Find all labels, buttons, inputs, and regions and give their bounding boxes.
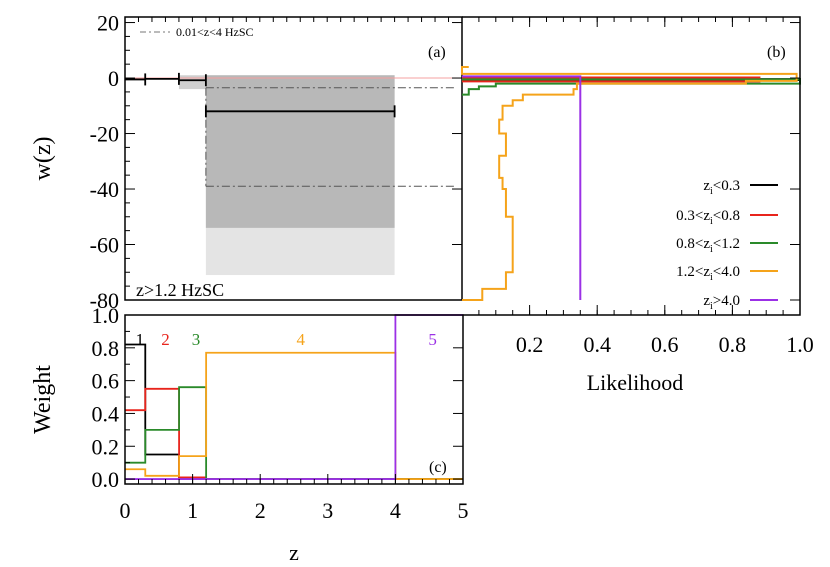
legend-label-0: zi<0.3 [703,178,740,197]
panel-a-ytick-label: 20 [97,11,119,36]
panel-b-xtick-label: 0.4 [583,332,611,357]
panel-a-annotation: z>1.2 HzSC [136,280,224,300]
panel-a-ytick-label: -20 [90,122,119,147]
panel-a-frame [124,16,463,301]
panel-c-xtick-label: 3 [322,498,333,523]
panel-c-frame [124,314,464,485]
panel-c-ytick-label: 0.8 [92,336,120,361]
legend-label-1: 0.3<zi<0.8 [676,208,740,227]
bin-label-3: 3 [192,330,201,349]
legend-label-3: 1.2<zi<4.0 [676,264,740,283]
panel-c-xlabel: z [289,540,299,565]
panel-b-label: (b) [767,44,786,61]
panel-c-ytick-label: 0.2 [92,434,120,459]
panel-c-label: (c) [429,459,447,476]
panel-a-ytick-label: -60 [90,233,119,258]
panel-a-ytick-label: 0 [108,66,119,91]
panel-c-ytick-label: 0.4 [92,401,120,426]
legend-label-4: zi>4.0 [703,293,740,312]
legend-label-hzsc: 0.01<z<4 HzSC [176,25,254,39]
bin-label-5: 5 [428,330,437,349]
panel-c-xtick-label: 4 [390,498,401,523]
weight-step-2 [125,386,463,480]
likelihood-curve-4 [462,75,582,300]
weight-step-0 [125,343,463,480]
panel-a-ytick-label: -80 [90,288,119,313]
uncertainty-band-2 [205,75,395,228]
panel-a-label: (a) [428,44,446,61]
panel-b-xlabel: Likelihood [587,370,684,395]
panel-c-xtick-label: 0 [120,498,131,523]
bin-label-2: 2 [161,330,170,349]
panel-c-xtick-label: 5 [458,498,469,523]
panel-a-ytick-label: -40 [90,177,119,202]
weight-step-1 [125,387,463,480]
panel-b-xtick-label: 0.8 [719,332,747,357]
panel-c-xtick-label: 2 [255,498,266,523]
weight-step-3 [125,351,463,480]
panel-b-xtick-label: 0.2 [516,332,544,357]
panel-c-ytick-label: 1.0 [92,303,120,328]
panel-b-xtick-label: 0.6 [651,332,679,357]
bin-label-1: 1 [136,330,145,349]
likelihood-curve-3 [461,65,798,301]
panel-c-ytick-label: 0.0 [92,467,120,492]
uncertainty-band-0 [178,75,206,90]
panel-c-xtick-label: 1 [187,498,198,523]
bin-label-4: 4 [297,330,306,349]
panel-b-xtick-label: 1.0 [786,332,814,357]
panel-c-ytick-label: 0.6 [92,369,120,394]
legend-label-2: 0.8<zi<1.2 [676,236,740,255]
panel-c-ylabel: Weight [30,365,56,434]
panel-a-ylabel: w(z) [30,137,56,181]
